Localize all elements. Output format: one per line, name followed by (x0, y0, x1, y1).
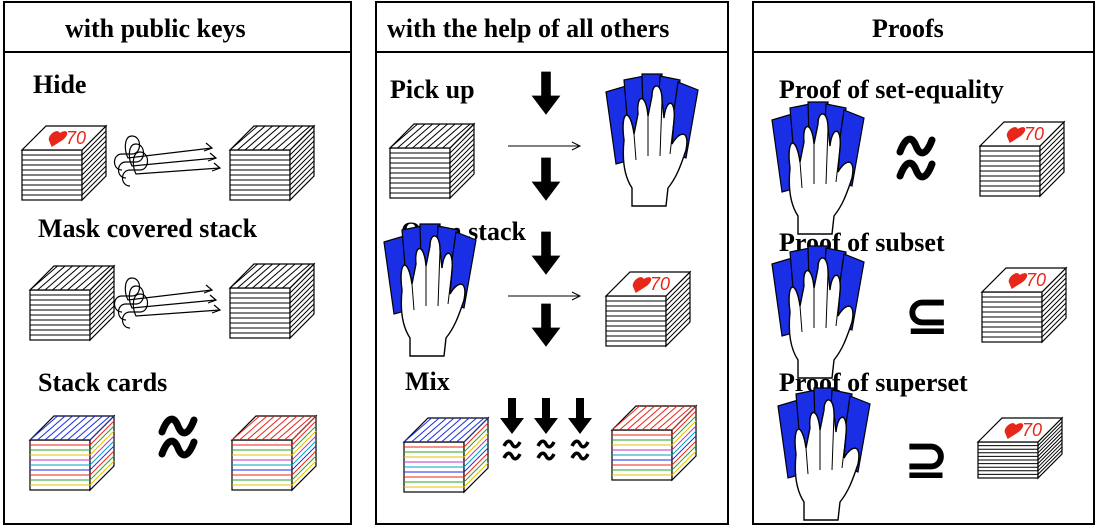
panel-title: with the help of all others (387, 14, 670, 43)
face-up-stack: 70 (980, 266, 1068, 344)
heart-icon (48, 131, 68, 147)
face-up-stack: 70 (604, 270, 692, 348)
tilde-icon (900, 163, 932, 177)
tilde-icon (570, 451, 590, 461)
step-label-stack-cards: Stack cards (38, 368, 168, 397)
hand-with-cards-icon (605, 73, 699, 207)
title-divider (5, 51, 350, 53)
hand-with-cards-icon (771, 101, 865, 235)
tilde-icon (900, 139, 932, 153)
tilde-icon (502, 451, 522, 461)
face-up-stack: 70 (976, 416, 1064, 480)
card-value-text: 70 (1022, 420, 1042, 440)
title-divider (754, 51, 1093, 53)
covered-stack (388, 122, 476, 200)
tilde-icon (536, 451, 556, 461)
step-label-set-equality: Proof of set-equality (779, 75, 1004, 104)
arrow-down-icon (534, 398, 558, 434)
title-divider (377, 51, 727, 53)
tilde-icon (536, 439, 556, 449)
tilde-icon (502, 439, 522, 449)
step-label-mix: Mix (405, 367, 450, 396)
masked-stack (228, 262, 316, 340)
card-value-text: 70 (66, 128, 86, 148)
subset-symbol: ⊆ (904, 284, 949, 347)
arrow-up-right-icon (531, 157, 561, 201)
covered-stack (28, 264, 116, 342)
hand-with-cards-icon (383, 223, 477, 357)
covered-stack (228, 124, 316, 202)
colored-stack (230, 414, 318, 492)
colored-stack (610, 404, 698, 482)
step-label-hide: Hide (33, 70, 87, 99)
flow-arrow-head (571, 141, 582, 151)
hand-with-cards-icon (777, 387, 871, 521)
card-value-text: 70 (1024, 124, 1044, 144)
heart-icon (1006, 127, 1026, 143)
heart-icon (1004, 423, 1024, 439)
step-label-pick-up: Pick up (390, 75, 475, 104)
hand-with-cards-icon (771, 245, 865, 379)
key-arrows-icon (113, 135, 221, 187)
key-arrows-icon (113, 277, 221, 329)
tilde-icon (162, 441, 194, 455)
colored-stack (28, 414, 116, 492)
arrow-down-icon (568, 398, 592, 434)
heart-icon (1008, 273, 1028, 289)
face-up-stack: 70 (978, 120, 1066, 198)
tilde-icon (162, 419, 194, 433)
card-value-text: 70 (1026, 270, 1046, 290)
arrow-down-right-icon (531, 231, 561, 275)
panel-title: Proofs (872, 14, 944, 43)
arrow-down-right-icon (531, 71, 561, 115)
arrow-down-icon (500, 398, 524, 434)
card-value-text: 70 (650, 274, 670, 294)
tilde-icon (570, 439, 590, 449)
heart-icon (632, 277, 652, 293)
arrow-up-right-icon (531, 303, 561, 347)
face-up-stack: 70 (20, 124, 108, 202)
superset-symbol: ⊇ (904, 428, 949, 491)
step-label-mask: Mask covered stack (38, 214, 258, 243)
colored-stack (402, 416, 490, 494)
flow-arrow-head (571, 291, 582, 301)
panel-title: with public keys (65, 14, 246, 43)
